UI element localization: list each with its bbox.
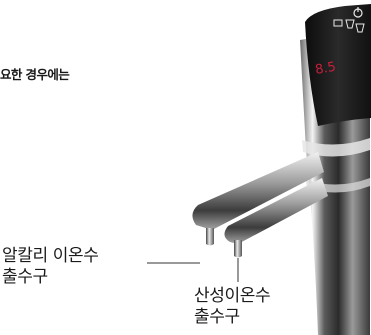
lower-spout [224, 178, 328, 244]
display-panel [305, 4, 371, 126]
cup-icon[interactable] [355, 23, 365, 33]
alkaline-outlet-callout: 알칼리 이온수 출수구 [2, 246, 99, 288]
acidic-outlet-callout: 산성이온수 출수구 [194, 286, 271, 328]
tap-icon[interactable] [333, 19, 343, 27]
upper-spout [192, 152, 324, 230]
acidic-tip [234, 240, 242, 258]
faucet-ring [302, 138, 370, 157]
acidic-outlet-label: 산성이온수 [194, 286, 271, 306]
alkaline-outlet-label: 알칼리 이온수 [2, 246, 99, 266]
acidic-outlet-sublabel: 출수구 [194, 307, 240, 327]
alkaline-outlet-sublabel: 출수구 [2, 267, 48, 287]
alkaline-tip [206, 228, 214, 246]
ph-display: 8.5 [314, 60, 337, 78]
power-icon[interactable] [353, 7, 363, 18]
cup-icon[interactable] [345, 19, 355, 29]
note-fragment: 요한 경우에는 [0, 67, 70, 82]
